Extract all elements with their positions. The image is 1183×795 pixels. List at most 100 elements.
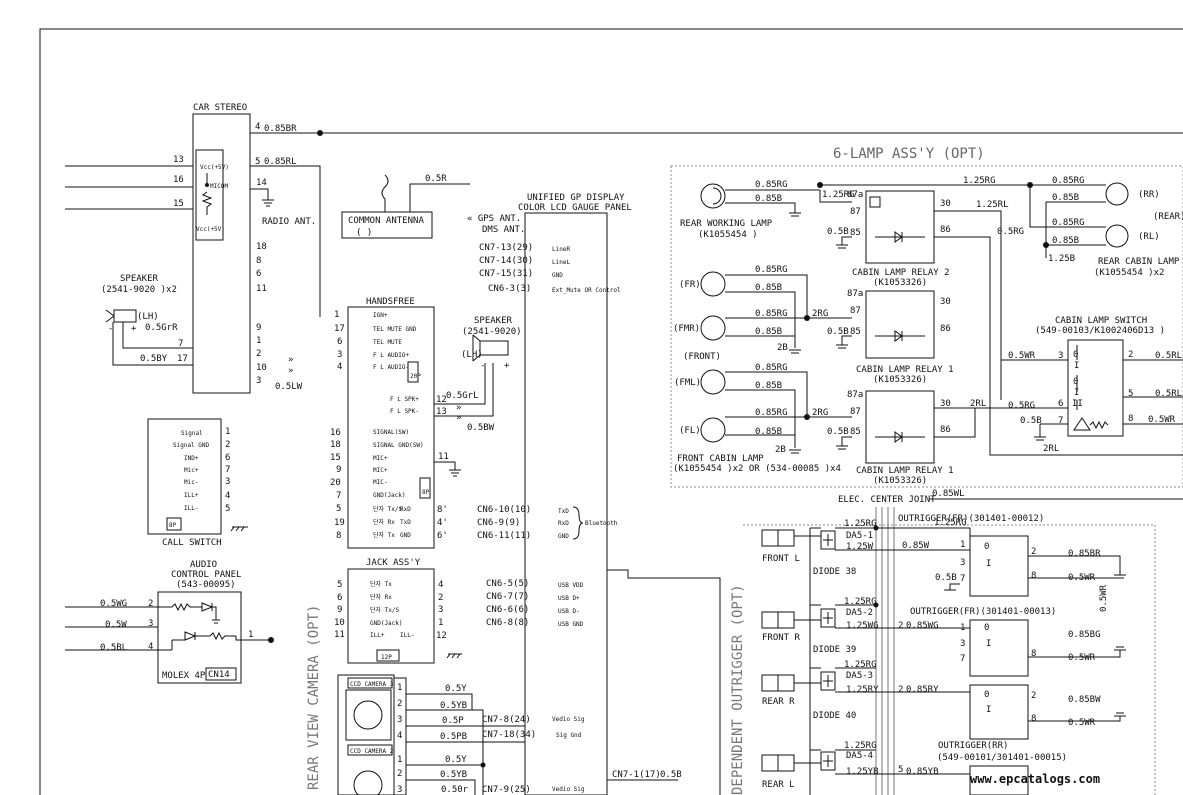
- front-lamps-upper: (FR) (FMR) (FRONT) 0.85RG 0.85B 0.85RG 0…: [673, 265, 852, 362]
- cs-pin-2: 2: [225, 440, 230, 450]
- hf-label-fl-audio-p: F L AUDIO+: [373, 352, 410, 359]
- elec-center-joint: ELEC. CENTER JOINT 0.85WL DEPENDENT OUTR…: [730, 489, 1183, 795]
- relay2-title: CABIN LAMP RELAY 2: [852, 268, 950, 278]
- u2-pin-8: 8: [1031, 649, 1036, 659]
- sheet-border: [39, 28, 1183, 795]
- svg-text:1: 1: [960, 623, 965, 633]
- jack-label-ill-p: ILL+: [370, 632, 385, 639]
- fr-label: (FR): [679, 280, 701, 290]
- relay-1-upper: 87a 87 85 30 86 0.5B CABIN LAMP RELAY 1 …: [827, 289, 954, 385]
- jack-label-gnd: GND(Jack): [370, 620, 403, 627]
- gp-label-video-sig: Vedio Sig: [552, 716, 585, 723]
- acp-wire-05w: 0.5W: [105, 620, 127, 630]
- ecj-wire: 0.85WL: [932, 489, 965, 499]
- hf-label-telmute-gnd: TEL MUTE GND: [373, 326, 417, 333]
- acp-title-2: CONTROL PANEL: [171, 570, 241, 580]
- svg-text:I: I: [1074, 388, 1079, 398]
- common-antenna-sub: ( ): [356, 228, 372, 238]
- acp-connector: MOLEX 4P: [162, 671, 206, 681]
- jack-pin-11: 11: [334, 630, 345, 640]
- sw-pin-3: 3: [1058, 351, 1063, 361]
- cs-label-signal: Signal: [181, 430, 203, 437]
- u4-w1: 1.25RG: [844, 741, 877, 751]
- switch-title: CABIN LAMP SWITCH: [1055, 316, 1147, 326]
- pin-10: 10: [256, 363, 267, 373]
- acp-title-1: AUDIO: [190, 560, 217, 570]
- hf-sub-txd: TxD: [400, 519, 411, 526]
- lamp-assy-title: 6-LAMP ASS'Y (OPT): [833, 146, 985, 162]
- u4-out-title: (549-00101/301401-00015): [937, 753, 1067, 763]
- hf-label-fl-spk-m: F L SPK-: [390, 408, 419, 415]
- vcc-label: Vcc(+5V): [200, 164, 229, 171]
- pin-14: 14: [256, 178, 267, 188]
- cn6-11: CN6-11(11): [477, 531, 531, 541]
- u1-pin-8: 8: [1031, 571, 1036, 581]
- relay1b-part: (K1053326): [873, 476, 927, 486]
- fml-label: (FML): [674, 378, 701, 388]
- speaker-part: (2541-9020 )x2: [101, 285, 177, 295]
- gp-label-txd: TxD: [558, 508, 569, 515]
- acp-wire-05wg: 0.5WG: [100, 599, 127, 609]
- pin-2: 2: [256, 349, 261, 359]
- cam2-pin-1: 1: [397, 755, 402, 765]
- hf-pin-12: 12: [436, 395, 447, 405]
- hf-label-mic-m: MIC-: [373, 479, 387, 486]
- jack-title: JACK ASS'Y: [366, 558, 421, 568]
- wire-05by: 0.5BY: [140, 354, 168, 364]
- jack-pin-r12: 12: [436, 631, 447, 641]
- front-r-label: FRONT R: [762, 633, 801, 643]
- lower-wire-2rg: 2RG: [812, 408, 828, 418]
- speaker-title: SPEAKER: [120, 274, 159, 284]
- rr-label: (RR): [1138, 190, 1160, 200]
- common-antenna: 0.5R COMMON ANTENNA ( ): [341, 174, 470, 239]
- handsfree: HANDSFREE 20P 8P IGN+ TEL MUTE GND TEL M…: [330, 297, 494, 549]
- acp-pin-2: 2: [148, 599, 153, 609]
- relay1b-title: CABIN LAMP RELAY 1: [856, 466, 954, 476]
- u1-pin-2: 2: [1031, 547, 1036, 557]
- gp-label-video-sig-2: Vedio Sig: [552, 786, 585, 793]
- cabin-lamp-switch: CABIN LAMP SWITCH (549-00103/K1002406D13…: [1001, 316, 1183, 454]
- rear-working-part: (K1055454 ): [698, 230, 758, 240]
- r1b-pin-87: 87: [850, 407, 861, 417]
- gps-ant: « GPS ANT.: [467, 214, 521, 224]
- acp-pin-4: 4: [148, 642, 153, 652]
- cn6-10: CN6-10(10): [477, 505, 531, 515]
- gp-label-usb-vdd: USB VDD: [558, 582, 584, 589]
- pin-16: 16: [173, 175, 184, 185]
- radio-ant-label: RADIO ANT.: [262, 217, 316, 227]
- watermark: www.epcatalogs.com: [970, 772, 1100, 786]
- fml-wire-rg: 0.85RG: [755, 363, 788, 373]
- wire-05r: 0.5R: [425, 174, 447, 184]
- jack-pin-9: 9: [337, 605, 342, 615]
- gp-label-gnd: GND: [552, 272, 563, 279]
- dms-ant: DMS ANT.: [482, 225, 525, 235]
- rwl-wire-b: 0.85B: [755, 194, 782, 204]
- speaker-mid: SPEAKER (2541-9020) (LH) - + 0.5BW: [461, 316, 522, 433]
- fmr-wire-b: 0.85B: [755, 327, 782, 337]
- common-antenna-title: COMMON ANTENNA: [348, 216, 424, 226]
- rear-cabin-part: (K1055454 )x2: [1094, 268, 1164, 278]
- relay-wire-125rg: 1.25RG: [822, 190, 855, 200]
- jack-pin-r1: 1: [438, 618, 443, 628]
- jack-pin-5: 5: [337, 580, 342, 590]
- u1-out-w1: 1.25RG: [934, 518, 967, 528]
- u3-w3: 0.85RY: [906, 685, 939, 695]
- cn7-1-wire: 0.5B: [660, 770, 682, 780]
- u2-pin-3: 2: [898, 621, 903, 631]
- svg-text:+: +: [131, 324, 137, 334]
- cs-label-ind: IND+: [184, 455, 199, 462]
- wire-05lw: 0.5LW: [275, 382, 303, 392]
- handsfree-connector-2: 8P: [422, 489, 430, 496]
- jack-connector: 12P: [381, 654, 392, 661]
- svg-text:0: 0: [1073, 377, 1078, 387]
- acp-part: (543-00095): [176, 580, 236, 590]
- relay2-part: (K1053326): [873, 278, 927, 288]
- u3-w2: 1.25RY: [846, 685, 879, 695]
- jack-pin-r2: 2: [438, 593, 443, 603]
- cn7-1: CN7-1(17): [612, 770, 661, 780]
- hf-label-mic1: MIC+: [373, 455, 388, 462]
- fml-wire-b: 0.85B: [755, 381, 782, 391]
- cn7-18: CN7-18(34): [482, 730, 536, 740]
- relay-wire-125rl: 1.25RL: [976, 200, 1009, 210]
- call-switch: 8P Signal Signal GND IND+ Mic+ Mic- ILL+…: [147, 418, 248, 548]
